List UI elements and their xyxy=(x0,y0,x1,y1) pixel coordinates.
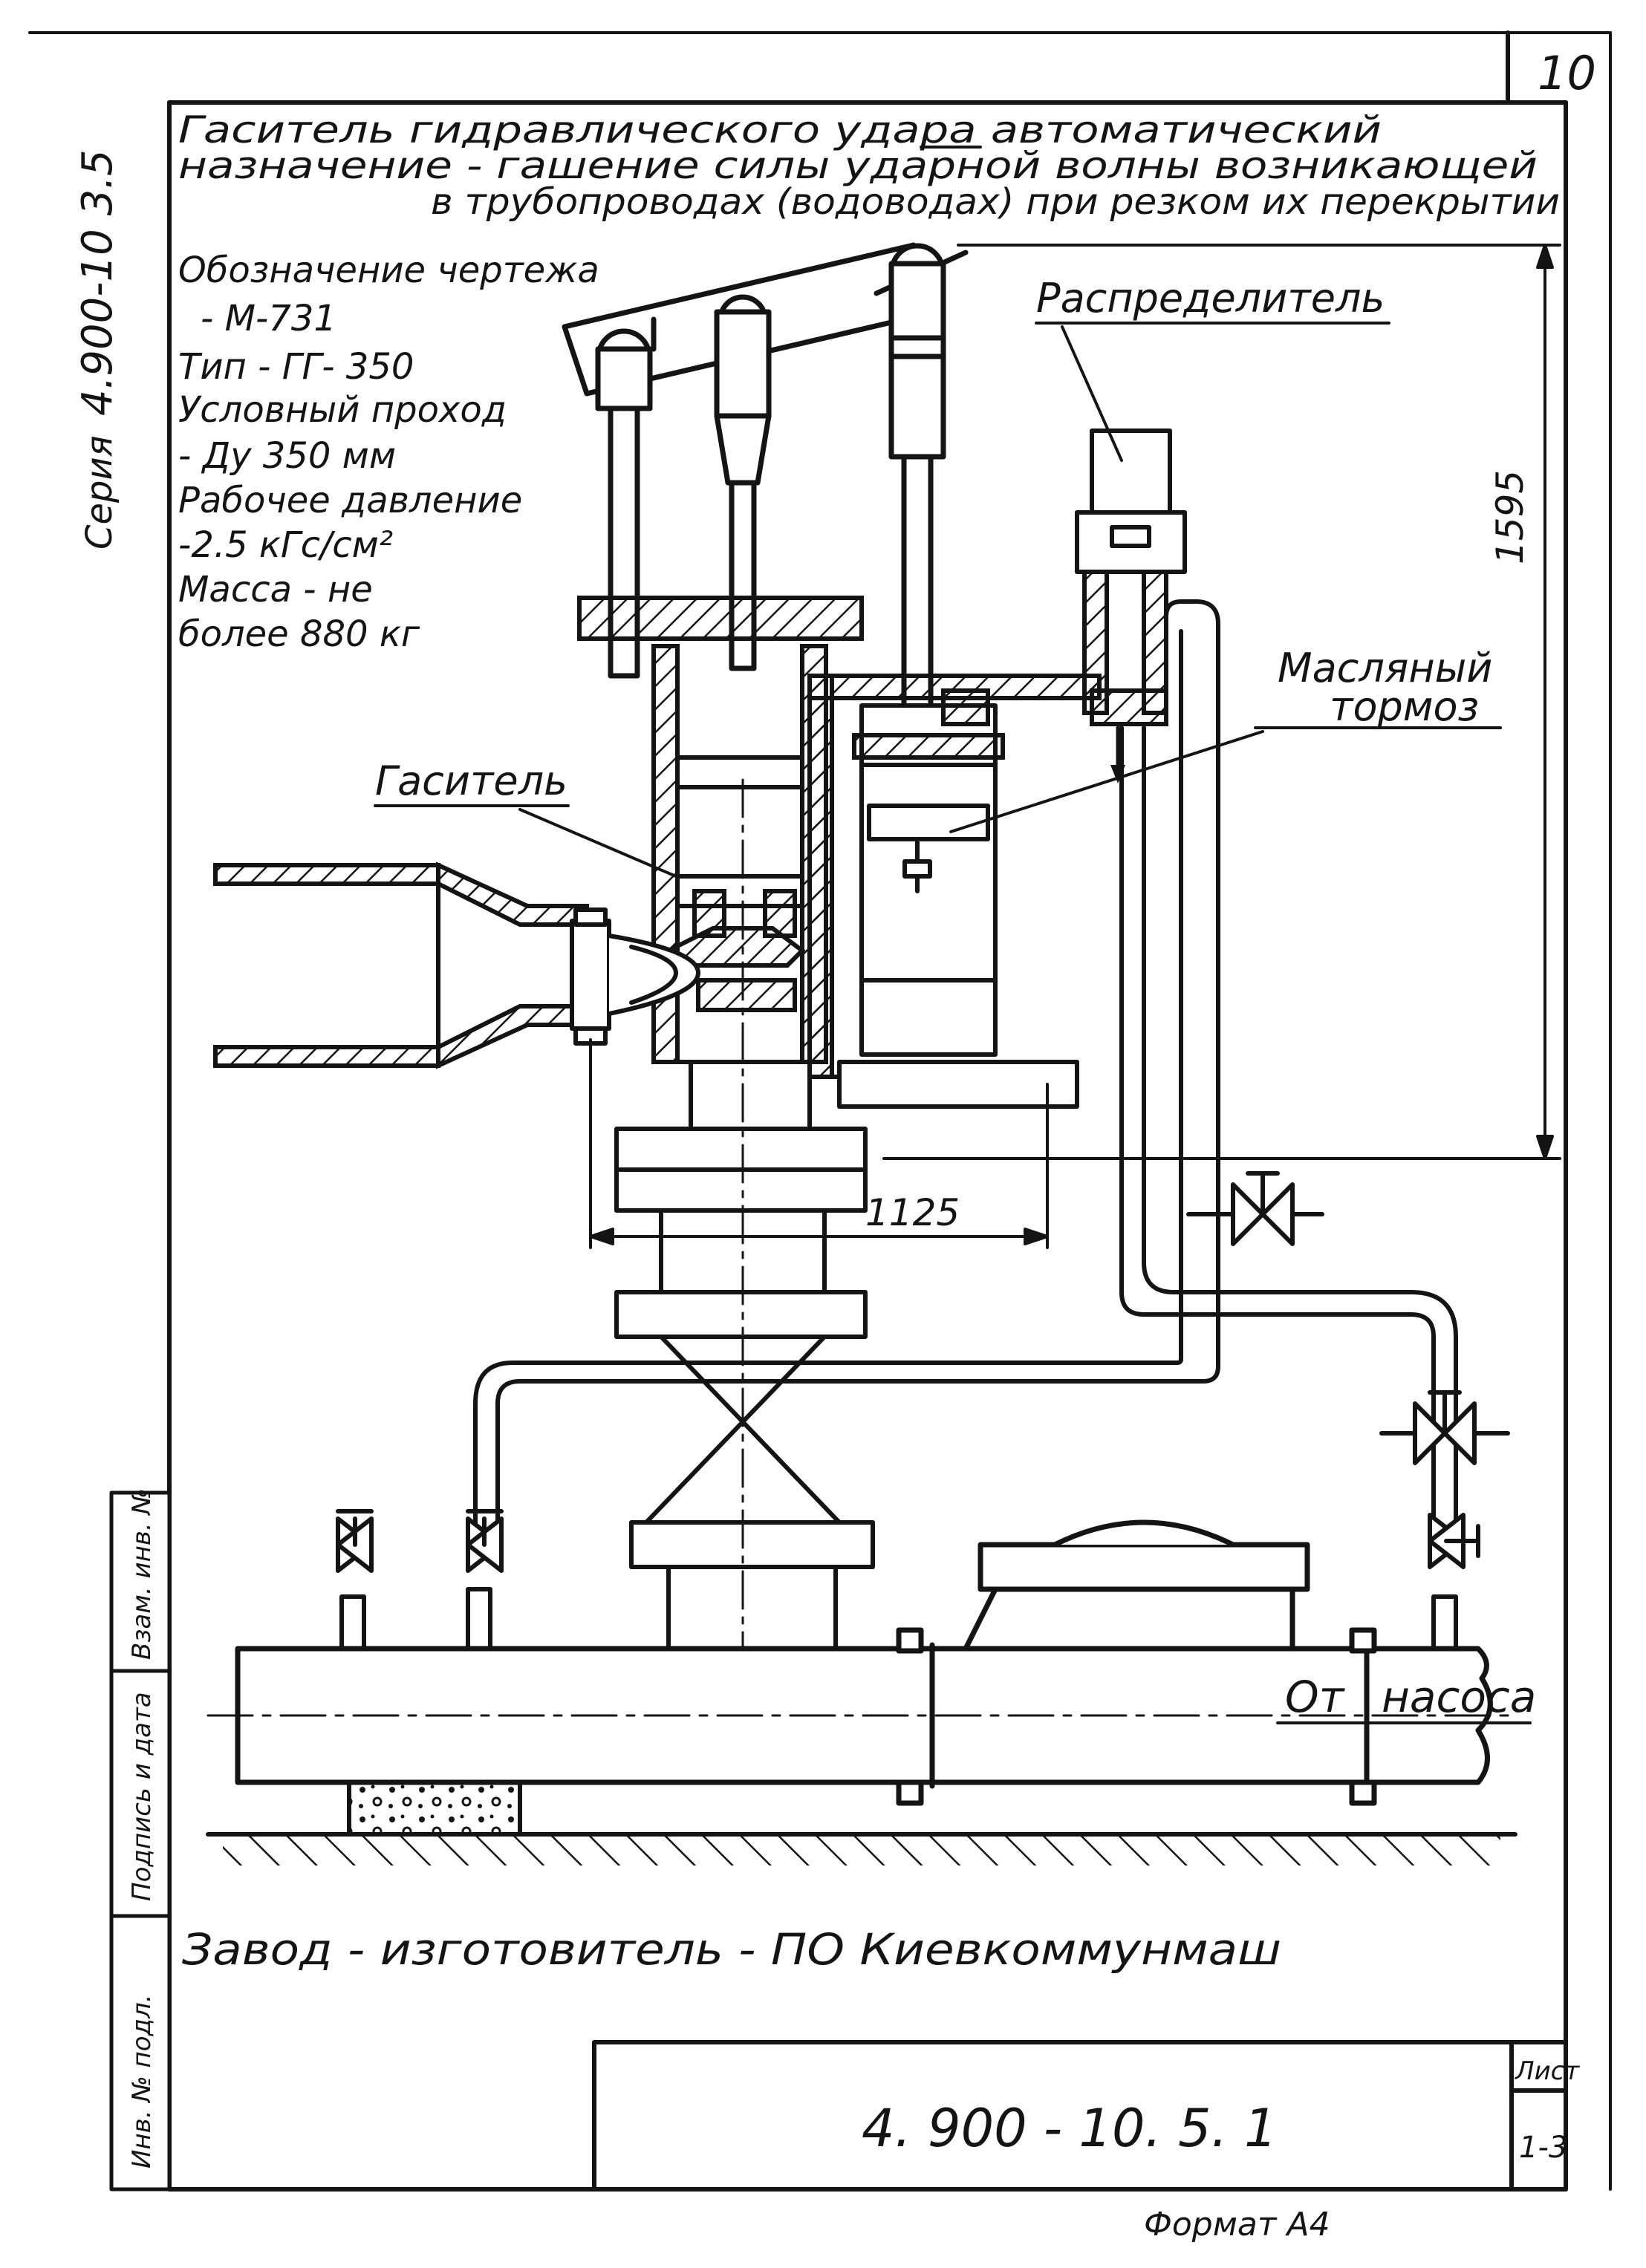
dimension-lines xyxy=(589,244,1561,1249)
spec-drawing-value: - М-731 xyxy=(201,298,336,339)
distributor xyxy=(1075,428,1187,783)
stamp-cell-original-inv: Инв. № подл. xyxy=(127,1994,157,2168)
spec-pressure-value: -2.5 кГс/см² xyxy=(178,524,393,566)
main-pipe xyxy=(206,1519,1517,1806)
valve-symbols xyxy=(336,1171,1510,1573)
header-line-1: Гаситель гидравлического удара автоматич… xyxy=(178,108,1382,151)
specs-block: Обозначение чертежа - М-731 Тип - ГГ- 35… xyxy=(178,250,599,655)
valve-side-lower xyxy=(1379,1390,1510,1465)
sheet-value: 1-3 xyxy=(1519,2131,1567,2165)
callout-from-pump-1: От xyxy=(1285,1672,1346,1722)
ground-line xyxy=(206,1832,1517,1865)
manufacturer-note: Завод - изготовитель - ПО Киевкоммунмаш xyxy=(182,1924,1281,1975)
spec-bore-value: - Ду 350 мм xyxy=(178,435,396,477)
series-label: Серия 4.900-10 3.5 xyxy=(74,149,122,550)
lever-assembly xyxy=(562,242,969,816)
sheet-number: 10 xyxy=(1538,46,1596,100)
callout-leaders xyxy=(374,322,1532,1724)
spec-type: Тип - ГГ- 350 xyxy=(178,346,414,388)
series-code: 4.900-10 3.5 xyxy=(74,149,122,416)
center-column xyxy=(614,778,875,1665)
damper-top-plate xyxy=(577,596,864,641)
spec-drawing-label: Обозначение чертежа xyxy=(178,250,599,291)
valve-left xyxy=(336,1509,374,1573)
format-note: Формат А4 xyxy=(1144,2206,1330,2243)
side-stamp xyxy=(109,1490,172,2192)
callout-distributor: Распределитель xyxy=(1036,275,1385,322)
callout-oil-brake-line2: тормоз xyxy=(1330,683,1479,730)
callout-from-pump-2: насоса xyxy=(1382,1672,1536,1722)
stamp-cell-replacement-inv: Взам. инв. № xyxy=(127,1488,157,1660)
stamp-cell-signature-date: Подпись и дата xyxy=(127,1692,157,1901)
inlet-cone xyxy=(213,861,700,1069)
dimension-height: 1595 xyxy=(1489,470,1532,564)
callout-damper: Гаситель xyxy=(375,757,567,804)
document-number: 4. 900 - 10. 5. 1 xyxy=(862,2098,1278,2159)
valve-mid xyxy=(466,1509,504,1573)
spec-mass-value: более 880 кг xyxy=(178,613,420,655)
dimension-width: 1125 xyxy=(865,1191,960,1234)
sheet-label: Лист xyxy=(1514,2056,1580,2086)
spec-bore-label: Условный проход xyxy=(178,389,507,431)
header-line-2: назначение - гашение силы ударной волны … xyxy=(178,144,1538,187)
concrete-support xyxy=(347,1780,522,1837)
header-line-3: в трубопроводах (водоводах) при резком и… xyxy=(431,181,1560,223)
valve-side-upper xyxy=(1186,1171,1324,1246)
oil-brake xyxy=(807,674,1102,1109)
spec-pressure-label: Рабочее давление xyxy=(178,480,522,521)
series-word: Серия xyxy=(79,435,120,550)
valve-right-bottom xyxy=(1428,1513,1480,1569)
spec-mass-label: Масса - не xyxy=(178,569,373,610)
title-block xyxy=(592,2040,1568,2192)
callout-oil-brake-line1: Масляный xyxy=(1278,645,1492,691)
